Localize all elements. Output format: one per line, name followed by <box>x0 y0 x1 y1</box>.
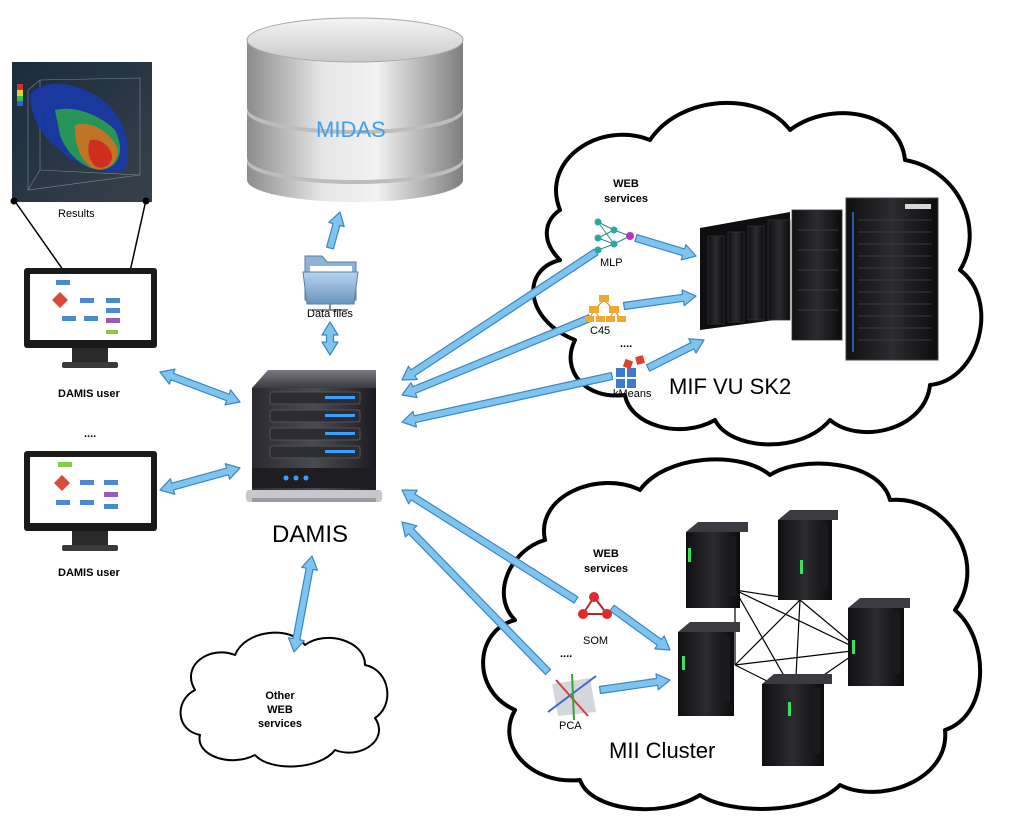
arrow-c45-rack <box>622 289 697 311</box>
sk2-title: MIF VU SK2 <box>669 374 792 399</box>
midas-database-icon <box>246 17 464 202</box>
other-services-line1: Other <box>265 690 295 702</box>
som-icon <box>578 592 612 619</box>
pca-icon <box>547 673 597 721</box>
other-services-label: Other WEB services <box>252 689 308 731</box>
cluster-node-4 <box>678 622 740 716</box>
mlp-label: MLP <box>600 257 623 269</box>
users-ellipsis: .... <box>84 428 97 440</box>
kmeans-label: kMeans <box>613 388 652 400</box>
arrow-som-damis <box>401 489 579 604</box>
arrow-damis-other <box>287 555 319 653</box>
sk2-web-line2: services <box>603 193 649 205</box>
arrow-pca-damis <box>401 521 552 676</box>
mii-web-line2: services <box>583 563 629 575</box>
arrow-folder-midas <box>326 211 345 250</box>
arrow-kmeans-damis <box>401 372 614 428</box>
other-services-line2: WEB <box>267 704 293 716</box>
results-label: Results <box>58 208 95 220</box>
other-services-line3: services <box>257 718 303 730</box>
mii-ellipsis: .... <box>560 648 573 660</box>
cluster-node-5 <box>762 674 832 766</box>
pca-label: PCA <box>559 720 582 732</box>
damis-label: DAMIS <box>272 521 349 548</box>
cluster-node-1 <box>686 522 748 608</box>
arrow-som-cluster <box>609 604 671 651</box>
damis-user-label-2: DAMIS user <box>58 567 120 579</box>
arrow-user2-damis <box>159 463 241 495</box>
cluster-node-3 <box>848 598 910 686</box>
arrow-kmeans-rack <box>645 338 705 372</box>
cluster-node-2 <box>778 510 838 600</box>
arrow-mlp-damis <box>401 248 599 381</box>
damis-user-monitor-2 <box>24 451 157 551</box>
damis-server-icon <box>246 370 382 502</box>
sk2-ellipsis: .... <box>620 338 633 350</box>
sk2-web-services-label: WEB services <box>596 177 656 207</box>
midas-label: MIDAS <box>316 117 386 142</box>
damis-user-label-1: DAMIS user <box>58 388 120 400</box>
mii-web-services-label: WEB services <box>576 547 636 577</box>
c45-tree-icon <box>585 295 626 322</box>
folder-icon <box>302 255 359 311</box>
sk2-web-line1: WEB <box>613 178 639 190</box>
mii-web-line1: WEB <box>593 548 619 560</box>
damis-user-monitor-1 <box>24 268 157 368</box>
data-files-label: Data files <box>307 308 353 320</box>
kmeans-icon <box>616 355 645 388</box>
mlp-icon <box>594 218 634 254</box>
arrow-mlp-rack <box>634 234 697 261</box>
c45-label: C45 <box>590 325 611 337</box>
connection-arrows <box>159 211 705 695</box>
supercomputer-racks-icon <box>700 197 939 361</box>
arrow-pca-cluster <box>598 673 671 695</box>
results-plot <box>10 62 152 335</box>
cluster-node-icons <box>678 510 910 766</box>
som-label: SOM <box>583 635 609 647</box>
mii-title: MII Cluster <box>609 738 716 763</box>
arrow-user1-damis <box>159 368 241 406</box>
other-services-cloud <box>179 631 389 768</box>
arrow-c45-damis <box>401 314 592 399</box>
arrow-damis-folder <box>321 321 339 356</box>
